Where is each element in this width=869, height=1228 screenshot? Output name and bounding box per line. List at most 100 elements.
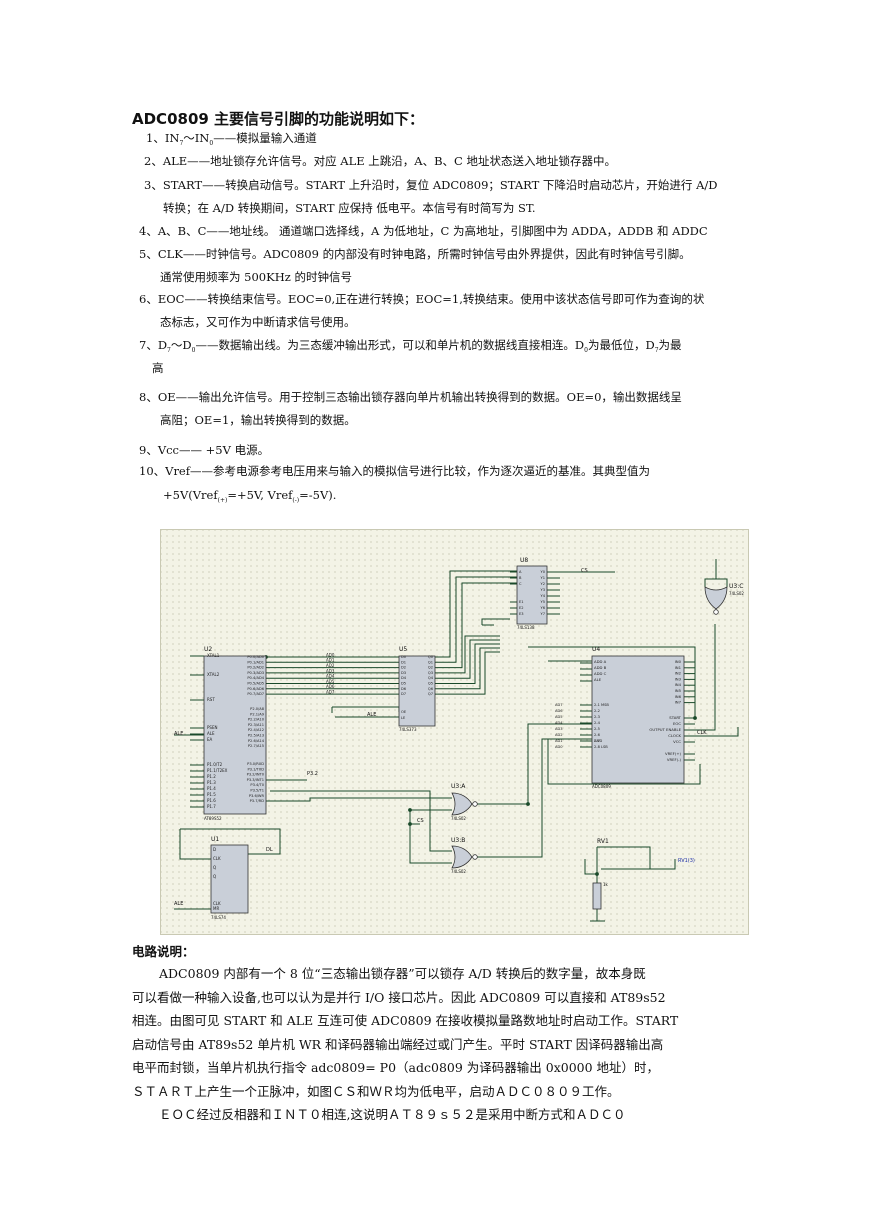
item-in-channels: 1、IN7～IN0——模拟量输入通道 [146, 131, 317, 147]
label-u5: U5 [399, 646, 407, 653]
u1-loop [180, 828, 281, 855]
u4-in-5: IN5 [675, 688, 682, 693]
u2-pin-3: PSEN [207, 725, 217, 730]
u5-d-4: D4 [401, 676, 407, 680]
u5-d-2: D2 [401, 666, 406, 670]
u2-p1-4: P1.4 [207, 786, 216, 791]
u4-ale: ALE [594, 677, 602, 682]
start-loop [528, 646, 696, 718]
oe-to-u3c [695, 624, 716, 731]
bus-ad-label-1: AD1 [326, 658, 335, 663]
label-u3c-part: 74LS02 [729, 591, 744, 596]
u4-gnd: GND [594, 739, 602, 743]
u2-p2-2: P2.2/A10 [248, 718, 265, 722]
u4-in-6: IN6 [675, 694, 682, 699]
u8-out-3: Y3 [541, 588, 545, 592]
label-u8: U8 [520, 557, 528, 564]
item-eoc: 6、EOC——转换结束信号。EOC=0,正在进行转换；EOC=1,转换结束。使用… [139, 292, 705, 306]
u4-ad-4: AD3 [555, 727, 563, 731]
u2-p0-1: P0.1/AD1 [247, 660, 264, 664]
u2-p2-3: P2.3/A11 [248, 723, 264, 727]
u1-pin-2: Q [213, 865, 216, 870]
para1-line-5: 电平而封锁，当单片机执行指令 adc0809= P0（adc0809 为译码器输… [132, 1060, 660, 1075]
u2-p0-4: P0.4/AD4 [247, 676, 264, 680]
u4-clock: CLOCK [668, 733, 681, 738]
bus-ad-label-0: AD0 [326, 652, 335, 657]
circuit-paragraph-1: ADC0809 内部有一个 8 位“三态输出锁存器”可以锁存 A/D 转换后的数… [132, 962, 740, 1103]
label-u4: U4 [592, 646, 600, 653]
u2-pin-5: EA [207, 737, 213, 742]
u1-pin-1: CLK [213, 856, 221, 861]
u4-in-7: IN7 [675, 700, 682, 705]
item-clk-cont: 通常使用频率为 500KHz 的时钟信号 [160, 270, 352, 284]
net-rv1: RV1(3) [678, 858, 695, 864]
item-data-cont: 高 [152, 361, 164, 375]
u5-out-7 [435, 651, 500, 695]
vref-loop [547, 739, 701, 785]
net-cs-top: CS [581, 568, 588, 574]
item-vref: 10、Vref——参考电源参考电压用来与输入的模拟信号进行比较，作为逐次逼近的基… [139, 464, 650, 478]
junction-dot [693, 716, 697, 720]
item-oe-cont: 高阻；OE=1，输出转换得到的数据。 [160, 413, 356, 427]
u2-p1-6: P1.6 [207, 798, 216, 803]
u8-out-6: Y6 [541, 606, 546, 610]
u5-d-7: D7 [401, 692, 406, 696]
schematic-wires [174, 559, 739, 922]
u5-le: LE [401, 716, 406, 720]
chip-u2 [203, 655, 267, 815]
item-vref-cont: +5V(Vref(+)=+5V, Vref(-)=-5V). [163, 488, 337, 504]
circuit-heading: 电路说明： [132, 944, 195, 959]
u2-pin-2: RST [207, 697, 215, 702]
u4-ad-3: AD4 [555, 721, 563, 725]
label-u3a-part: 74LS02 [451, 816, 466, 821]
item-vcc: 9、Vcc—— +5V 电源。 [139, 443, 270, 457]
u2-p1-5: P1.5 [207, 792, 216, 797]
net-ale-u5: ALE [367, 712, 376, 718]
u5-oe: OE [401, 710, 407, 714]
u4-vrefp: VREF(+) [665, 751, 681, 756]
u4-out-0: 2-1 MSB [594, 703, 609, 707]
u5-q-1: Q1 [428, 660, 433, 664]
rv1-vcc [597, 846, 651, 869]
net-dl: DL [266, 847, 273, 853]
u2-p3-2: P3.2/INT0 [247, 773, 265, 777]
u2-p1-3: P1.3 [207, 780, 216, 785]
label-u1-part: 74LS74 [211, 915, 226, 920]
u5-out-6 [435, 647, 500, 690]
u5-q-6: Q6 [428, 687, 434, 691]
page-title: ADC0809 主要信号引脚的功能说明如下： [132, 110, 425, 128]
u8-out-4: Y4 [541, 594, 546, 598]
chip-u8 [516, 565, 548, 625]
u2-p3-3: P3.3/INT1 [247, 778, 264, 782]
u5-out-5 [435, 643, 500, 684]
u2-p1-2: P1.2 [207, 774, 216, 779]
bus-ad-label-7: AD7 [326, 690, 335, 695]
wr-gate-a [266, 797, 452, 802]
u4-ad-5: AD2 [555, 733, 563, 737]
net-ale-u1: ALE [174, 901, 183, 907]
u5-q-4: Q4 [428, 676, 434, 680]
u2-p2-1: P2.1/A9 [250, 712, 265, 716]
bus-ad-label-5: AD5 [326, 679, 335, 684]
u4-ad-0: AD7 [555, 703, 563, 707]
para1-line-6: ＳＴＡＲＴ上产生一个正脉冲，如图ＣＳ和ＷＲ均为低电平，启动ＡＤＣ０８０９工作。 [132, 1083, 620, 1099]
u4-out-6: 2-7 [594, 739, 600, 743]
para1-line-1: ADC0809 内部有一个 8 位“三态输出锁存器”可以锁存 A/D 转换后的数… [159, 966, 646, 981]
u2-p1-1: P1.1/T2EX [207, 768, 228, 773]
circuit-schematic: XTAL1XTAL2RSTPSENALEEAP1.0/T2P1.1/T2EXP1… [160, 529, 749, 935]
u4-in-1: IN1 [675, 665, 682, 670]
u1-d [179, 829, 211, 860]
item-oe: 8、OE——输出允许信号。用于控制三态输出锁存器向单片机输出转换得到的数据。OE… [139, 390, 682, 404]
u4-in-3: IN3 [675, 676, 682, 681]
net-p32: P3.2 [307, 771, 318, 777]
chip-u5 [398, 655, 436, 727]
u2-pin-1: XTAL2 [207, 672, 220, 677]
u8-in-2: C [519, 582, 522, 586]
item-clk: 5、CLK——时钟信号。ADC0809 的内部没有时钟电路，所需时钟信号由外界提… [139, 247, 691, 261]
item-start: 3、START——转换启动信号。START 上升沿时，复位 ADC0809；ST… [144, 178, 718, 192]
u5-u8-1 [435, 576, 517, 663]
label-rv1-val: 1k [603, 882, 609, 887]
u4-vcc: VCC [673, 739, 681, 744]
u8-in-1: B [519, 576, 522, 580]
u5-q-3: Q3 [428, 671, 433, 675]
